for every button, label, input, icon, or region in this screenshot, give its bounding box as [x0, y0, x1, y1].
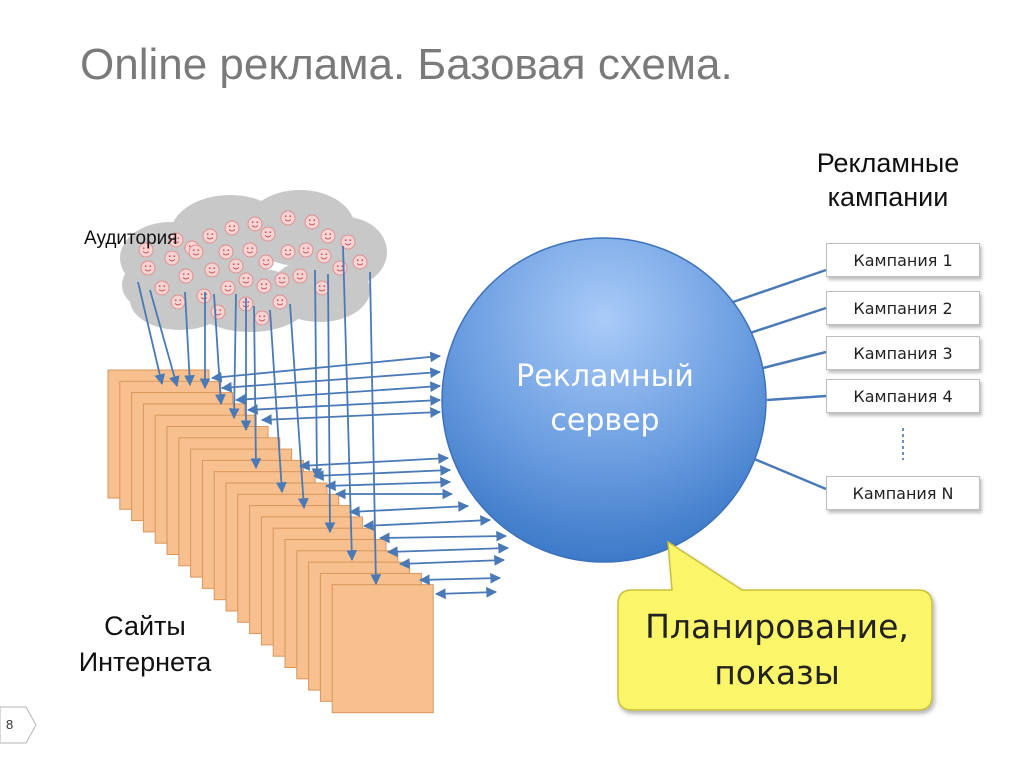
double-arrow	[298, 453, 450, 471]
double-arrow	[418, 572, 502, 586]
smiley-face-icon	[188, 244, 204, 260]
ad-server-label-line2: сервер	[550, 403, 660, 438]
smiley-face-icon	[218, 244, 234, 260]
smiley-face-icon	[202, 228, 218, 244]
smiley-face-icon	[274, 272, 290, 288]
web-page-icon	[331, 584, 434, 714]
double-arrow	[234, 381, 442, 405]
page-number: 8	[0, 706, 38, 744]
smiley-face-icon	[204, 262, 220, 278]
slide-title: Online реклама. Базовая схема.	[80, 40, 733, 89]
page-number-chevron-icon	[0, 706, 37, 744]
arrow	[184, 291, 195, 387]
campaign-box: Кампания 3	[826, 336, 980, 370]
smiley-face-icon	[242, 242, 258, 258]
ad-server-label-line1: Рекламный	[516, 359, 694, 394]
smiley-face-icon	[154, 280, 170, 296]
smiley-face-icon	[304, 214, 320, 230]
ad-server-label: Рекламный сервер	[455, 355, 755, 443]
campaigns-header-line2: кампании	[827, 182, 949, 212]
smiley-face-icon	[352, 254, 368, 270]
arrow	[149, 289, 180, 388]
internet-sites-stack	[107, 369, 434, 714]
audience-faces	[138, 210, 368, 326]
smiley-face-icon	[280, 210, 296, 226]
smiley-face-icon	[316, 248, 332, 264]
campaigns-header-line1: Рекламные	[816, 148, 960, 178]
smiley-face-icon	[292, 268, 308, 284]
campaign-box: Кампания 2	[826, 291, 980, 325]
smiley-face-icon	[258, 254, 274, 270]
double-arrow	[378, 530, 508, 544]
smiley-face-icon	[138, 242, 154, 258]
smiley-face-icon	[298, 242, 314, 258]
smiley-face-icon	[220, 280, 236, 296]
campaign-box: Кампания 4	[826, 379, 980, 413]
double-arrow	[398, 554, 506, 570]
callout-text: Планирование, показы	[622, 604, 932, 696]
callout-line2: показы	[714, 653, 840, 692]
smiley-face-icon	[224, 220, 240, 236]
double-arrow	[348, 501, 470, 517]
smiley-face-icon	[164, 250, 180, 266]
smiley-face-icon	[238, 272, 254, 288]
smiley-face-icon	[332, 260, 348, 276]
arrow	[137, 281, 166, 386]
smiley-face-icon	[260, 226, 276, 242]
double-arrow	[434, 586, 498, 600]
ad-server-circle	[441, 237, 767, 563]
server-campaign-connectors	[732, 268, 827, 491]
smiley-face-icon	[314, 280, 330, 296]
audience-label: Аудитория	[84, 228, 178, 249]
smiley-face-icon	[272, 294, 288, 310]
campaigns-header: Рекламные кампании	[790, 146, 986, 214]
smiley-face-icon	[196, 288, 212, 304]
sites-server-arrows	[210, 351, 510, 600]
arrow	[369, 271, 382, 586]
double-arrow	[386, 542, 510, 558]
smiley-face-icon	[140, 260, 156, 276]
smiley-face-icon	[210, 304, 226, 320]
smiley-face-icon	[247, 216, 263, 232]
callout-bubble	[617, 540, 933, 711]
smiley-face-icon	[256, 278, 272, 294]
smiley-face-icon	[168, 232, 184, 248]
smiley-face-icon	[320, 228, 336, 244]
double-arrow	[324, 476, 452, 492]
callout-line1: Планирование,	[645, 607, 909, 646]
smiley-face-icon	[170, 294, 186, 310]
double-arrow	[312, 465, 452, 481]
campaign-box: Кампания N	[826, 476, 980, 510]
double-arrow	[260, 407, 442, 425]
sites-label-line2: Интернета	[78, 647, 212, 677]
arrow	[213, 293, 226, 406]
smiley-face-icon	[178, 268, 194, 284]
smiley-face-icon	[280, 244, 296, 260]
double-arrow	[362, 515, 492, 531]
campaign-box: Кампания 1	[826, 243, 980, 277]
smiley-face-icon	[340, 234, 356, 250]
sites-label-line1: Сайты	[104, 611, 186, 641]
smiley-face-icon	[254, 310, 270, 326]
page-number-text: 8	[6, 717, 14, 732]
smiley-face-icon	[228, 258, 244, 274]
sites-label: Сайты Интернета	[60, 608, 230, 680]
